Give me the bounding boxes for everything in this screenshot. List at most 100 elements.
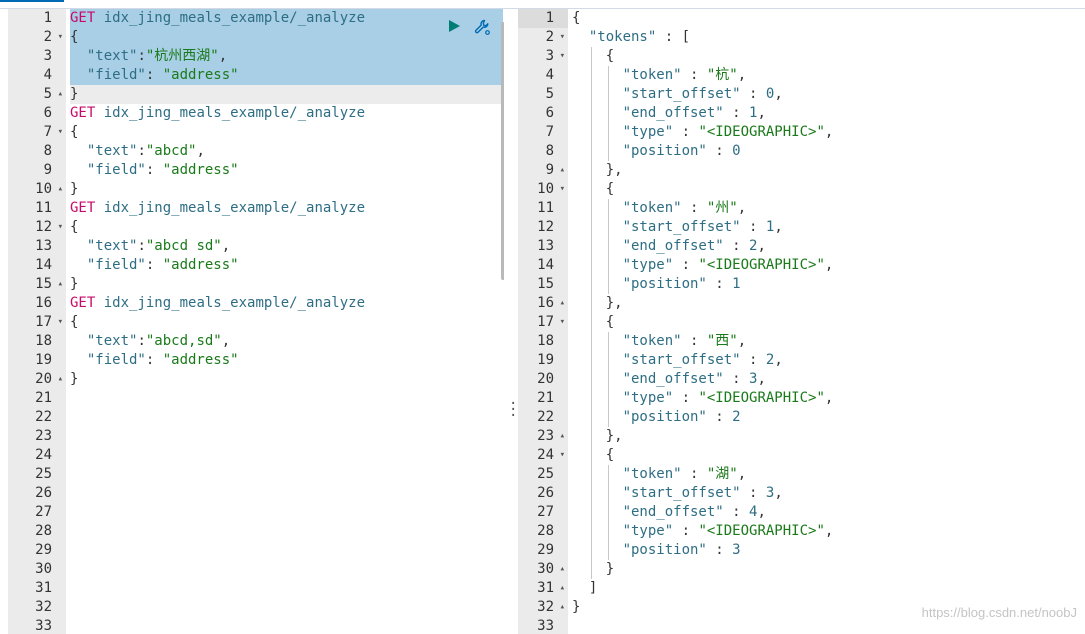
fold-arrow-up-icon[interactable]: ▴	[57, 89, 63, 99]
token-num: 3	[732, 542, 741, 558]
line-number-text: 23	[35, 428, 52, 444]
fold-arrow-up-icon[interactable]: ▴	[57, 279, 63, 289]
line-number: 20	[518, 370, 568, 389]
code-line: {	[70, 218, 504, 237]
token-str: "<IDEOGRAPHIC>"	[698, 523, 825, 539]
line-number: 21	[518, 389, 568, 408]
fold-arrow-up-icon[interactable]: ▴	[559, 431, 565, 441]
token-url: idx_jing_meals_example/_analyze	[95, 200, 366, 216]
token-key: "text"	[70, 48, 138, 64]
line-number: 15▴	[8, 275, 66, 294]
code-line: GET idx_jing_meals_example/_analyze	[70, 294, 504, 313]
fold-arrow-down-icon[interactable]: ▾	[57, 317, 63, 327]
token-punc: :	[137, 143, 146, 159]
editor-scrollbar[interactable]	[501, 22, 504, 280]
code-line	[70, 541, 504, 560]
fold-arrow-down-icon[interactable]: ▾	[559, 32, 565, 42]
line-number-text: 13	[35, 238, 52, 254]
line-number-text: 5	[43, 86, 52, 102]
fold-arrow-up-icon[interactable]: ▴	[57, 184, 63, 194]
line-number: 26	[518, 484, 568, 503]
code-line: "type" : "<IDEOGRAPHIC>",	[572, 256, 1085, 275]
token-punc: ,	[824, 523, 834, 539]
fold-arrow-up-icon[interactable]: ▴	[559, 583, 565, 593]
fold-arrow-up-icon[interactable]: ▴	[559, 602, 565, 612]
token-punc: :	[706, 143, 733, 159]
line-number: 14	[518, 256, 568, 275]
line-number: 22	[518, 408, 568, 427]
fold-arrow-down-icon[interactable]: ▾	[57, 222, 63, 232]
token-punc: : [	[656, 29, 691, 45]
play-icon[interactable]	[449, 20, 460, 32]
line-number: 13	[518, 237, 568, 256]
line-number-text: 31	[35, 580, 52, 596]
token-method: GET	[70, 105, 96, 121]
token-punc: },	[572, 295, 623, 311]
line-number-text: 11	[537, 200, 554, 216]
code-line	[70, 522, 504, 541]
line-number-text: 28	[35, 523, 52, 539]
line-number: 21	[8, 389, 66, 408]
line-number: 27	[8, 503, 66, 522]
code-line	[70, 579, 504, 598]
wrench-icon[interactable]	[473, 18, 491, 36]
line-number-text: 29	[537, 542, 554, 558]
line-number-text: 7	[545, 124, 554, 140]
line-number: 28	[518, 522, 568, 541]
fold-arrow-down-icon[interactable]: ▾	[559, 317, 565, 327]
token-str: "<IDEOGRAPHIC>"	[698, 257, 825, 273]
fold-arrow-down-icon[interactable]: ▾	[57, 32, 63, 42]
pane-resizer[interactable]: ···	[504, 9, 518, 634]
resize-handle-icon[interactable]: ···	[509, 396, 518, 424]
code-line	[70, 560, 504, 579]
line-number-text: 25	[35, 466, 52, 482]
token-punc: ,	[221, 333, 231, 349]
line-number-text: 16	[537, 295, 554, 311]
code-line: "type" : "<IDEOGRAPHIC>",	[572, 123, 1085, 142]
line-number: 5	[518, 85, 568, 104]
line-number: 2▾	[8, 28, 66, 47]
line-number-text: 29	[35, 542, 52, 558]
request-editor-code[interactable]: GET idx_jing_meals_example/_analyze { "te…	[70, 9, 504, 634]
fold-arrow-down-icon[interactable]: ▾	[559, 51, 565, 61]
line-number: 12▾	[8, 218, 66, 237]
line-number-text: 20	[537, 371, 554, 387]
line-number-text: 4	[43, 67, 52, 83]
fold-arrow-up-icon[interactable]: ▴	[559, 298, 565, 308]
fold-arrow-down-icon[interactable]: ▾	[559, 184, 565, 194]
line-number-text: 18	[35, 333, 52, 349]
fold-arrow-up-icon[interactable]: ▴	[559, 165, 565, 175]
token-punc: ,	[824, 124, 834, 140]
token-punc: :	[145, 162, 163, 178]
token-punc: :	[723, 238, 750, 254]
code-line: "position" : 3	[572, 541, 1085, 560]
fold-arrow-down-icon[interactable]: ▾	[57, 127, 63, 137]
token-punc: :	[681, 67, 707, 83]
line-number-text: 12	[537, 219, 554, 235]
token-punc: :	[145, 257, 163, 273]
token-key: "start_offset"	[572, 485, 741, 501]
token-num: 1	[732, 276, 741, 292]
line-number: 8	[8, 142, 66, 161]
line-number: 20▴	[8, 370, 66, 389]
fold-arrow-up-icon[interactable]: ▴	[57, 374, 63, 384]
code-line	[70, 408, 504, 427]
code-line: "field": "address"	[70, 161, 504, 180]
token-punc: {	[572, 314, 615, 330]
line-number: 16	[8, 294, 66, 313]
line-number: 31▴	[518, 579, 568, 598]
code-line: "field": "address"	[70, 351, 504, 370]
token-punc: {	[70, 219, 79, 235]
token-punc: },	[572, 428, 623, 444]
token-punc: ,	[774, 485, 783, 501]
line-number-text: 24	[537, 447, 554, 463]
top-bar	[0, 0, 1085, 9]
token-punc: }	[70, 181, 79, 197]
line-number-text: 3	[43, 48, 52, 64]
fold-arrow-up-icon[interactable]: ▴	[559, 564, 565, 574]
fold-arrow-down-icon[interactable]: ▾	[559, 450, 565, 460]
token-punc: ,	[757, 504, 766, 520]
line-number-text: 5	[545, 86, 554, 102]
